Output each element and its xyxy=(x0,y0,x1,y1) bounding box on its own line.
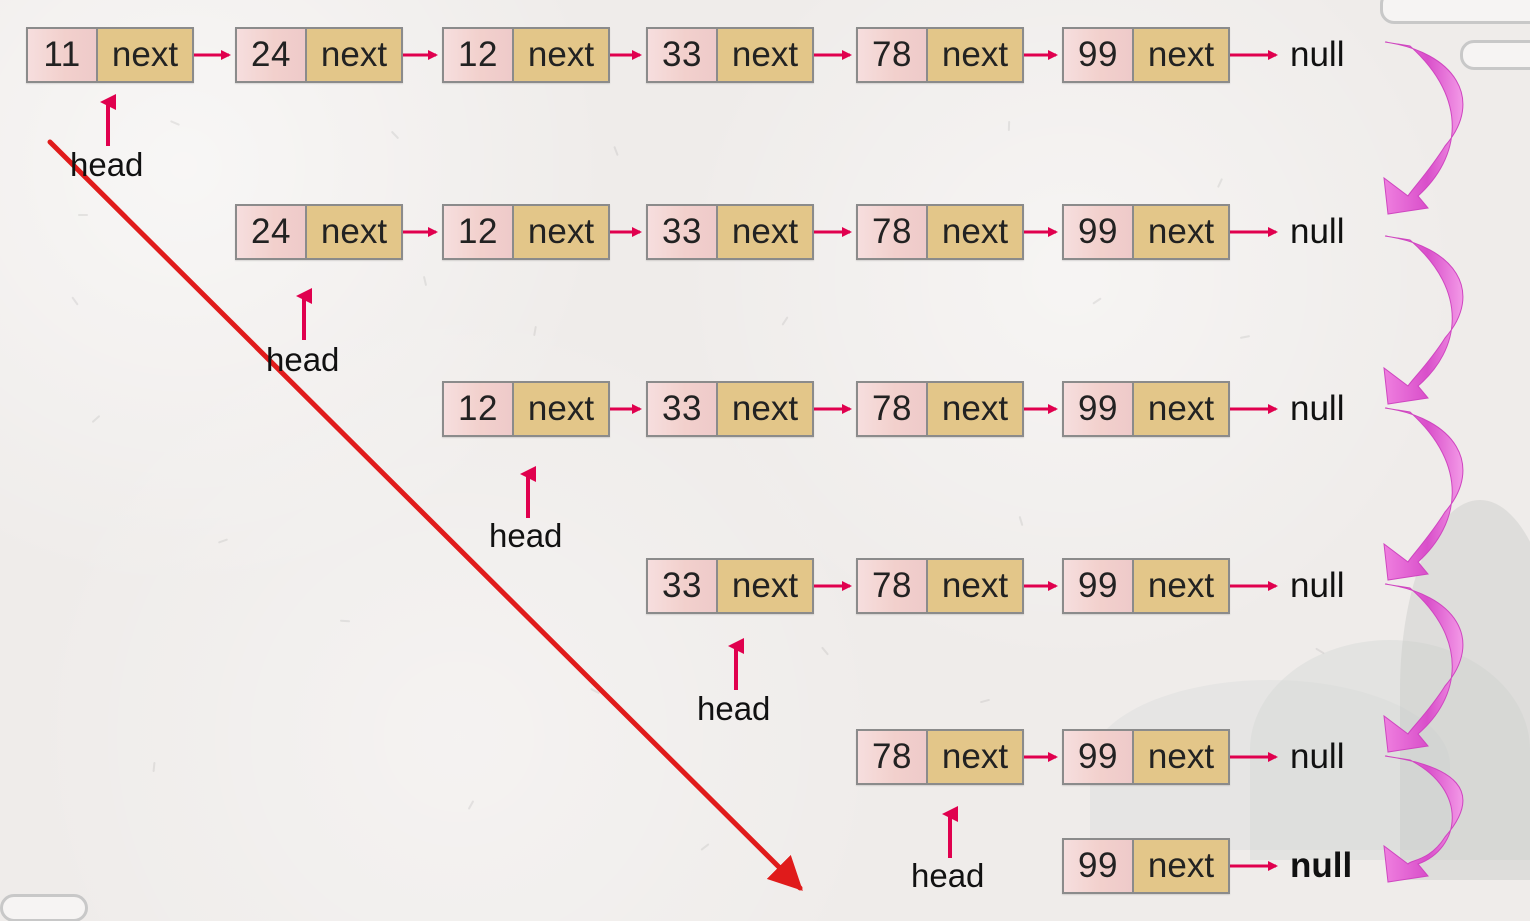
curved-down-arrow-icon xyxy=(1383,407,1464,581)
node-value-cell: 24 xyxy=(237,29,307,81)
curved-down-arrow-icon xyxy=(1383,583,1464,753)
node-value-cell: 99 xyxy=(1064,206,1134,258)
node-next-cell: next xyxy=(718,383,812,435)
node-value-cell: 99 xyxy=(1064,560,1134,612)
node-value-cell: 78 xyxy=(858,383,928,435)
link-arrow-group xyxy=(194,50,1278,871)
curved-down-arrow-icon xyxy=(1383,235,1464,405)
node-value-cell: 12 xyxy=(444,206,514,258)
node-next-cell: next xyxy=(1134,383,1228,435)
node-value-cell: 11 xyxy=(28,29,98,81)
node-value-cell: 24 xyxy=(237,206,307,258)
node-value-cell: 12 xyxy=(444,29,514,81)
null-label: null xyxy=(1290,566,1345,605)
head-label: head xyxy=(266,341,340,378)
node-next-cell: next xyxy=(307,29,401,81)
curved-down-arrow-icon xyxy=(1383,755,1464,883)
node-value-cell: 33 xyxy=(648,206,718,258)
null-label: null xyxy=(1290,846,1353,885)
node-value-cell: 12 xyxy=(444,383,514,435)
node-value-cell: 33 xyxy=(648,29,718,81)
node-next-cell: next xyxy=(718,29,812,81)
node-value-cell: 33 xyxy=(648,560,718,612)
node-value-cell: 78 xyxy=(858,29,928,81)
node-next-cell: next xyxy=(514,206,608,258)
curved-arrow-group xyxy=(1383,41,1464,883)
null-label: null xyxy=(1290,212,1345,251)
node-next-cell: next xyxy=(1134,560,1228,612)
background-mountain-shape xyxy=(1400,500,1530,880)
head-label: head xyxy=(911,857,985,894)
node-next-cell: next xyxy=(514,383,608,435)
node-next-cell: next xyxy=(718,206,812,258)
paper-speck xyxy=(78,214,88,216)
node-next-cell: next xyxy=(307,206,401,258)
top-scroll-handle[interactable] xyxy=(1460,40,1530,70)
head-label: head xyxy=(489,517,563,554)
node-value-cell: 78 xyxy=(858,731,928,783)
node-next-cell: next xyxy=(928,29,1022,81)
node-next-cell: next xyxy=(1134,206,1228,258)
head-label: head xyxy=(70,146,144,183)
node-next-cell: next xyxy=(1134,29,1228,81)
node-next-cell: next xyxy=(98,29,192,81)
node-next-cell: next xyxy=(1134,731,1228,783)
head-label: head xyxy=(697,690,771,727)
top-corner-control[interactable] xyxy=(1380,0,1530,24)
node-value-cell: 99 xyxy=(1064,840,1134,892)
bottom-scroll-handle[interactable] xyxy=(0,894,88,921)
node-next-cell: next xyxy=(928,560,1022,612)
node-next-cell: next xyxy=(514,29,608,81)
null-label: null xyxy=(1290,737,1345,776)
node-next-cell: next xyxy=(718,560,812,612)
diagonal-arrow-icon xyxy=(47,139,803,891)
node-value-cell: 33 xyxy=(648,383,718,435)
null-label: null xyxy=(1290,389,1345,428)
curved-down-arrow-icon xyxy=(1383,41,1464,215)
node-next-cell: next xyxy=(1134,840,1228,892)
node-value-cell: 78 xyxy=(858,206,928,258)
node-value-cell: 78 xyxy=(858,560,928,612)
node-next-cell: next xyxy=(928,206,1022,258)
node-next-cell: next xyxy=(928,383,1022,435)
node-next-cell: next xyxy=(928,731,1022,783)
node-value-cell: 99 xyxy=(1064,29,1134,81)
head-arrow-group xyxy=(100,94,958,858)
node-value-cell: 99 xyxy=(1064,383,1134,435)
null-label: null xyxy=(1290,35,1345,74)
node-value-cell: 99 xyxy=(1064,731,1134,783)
